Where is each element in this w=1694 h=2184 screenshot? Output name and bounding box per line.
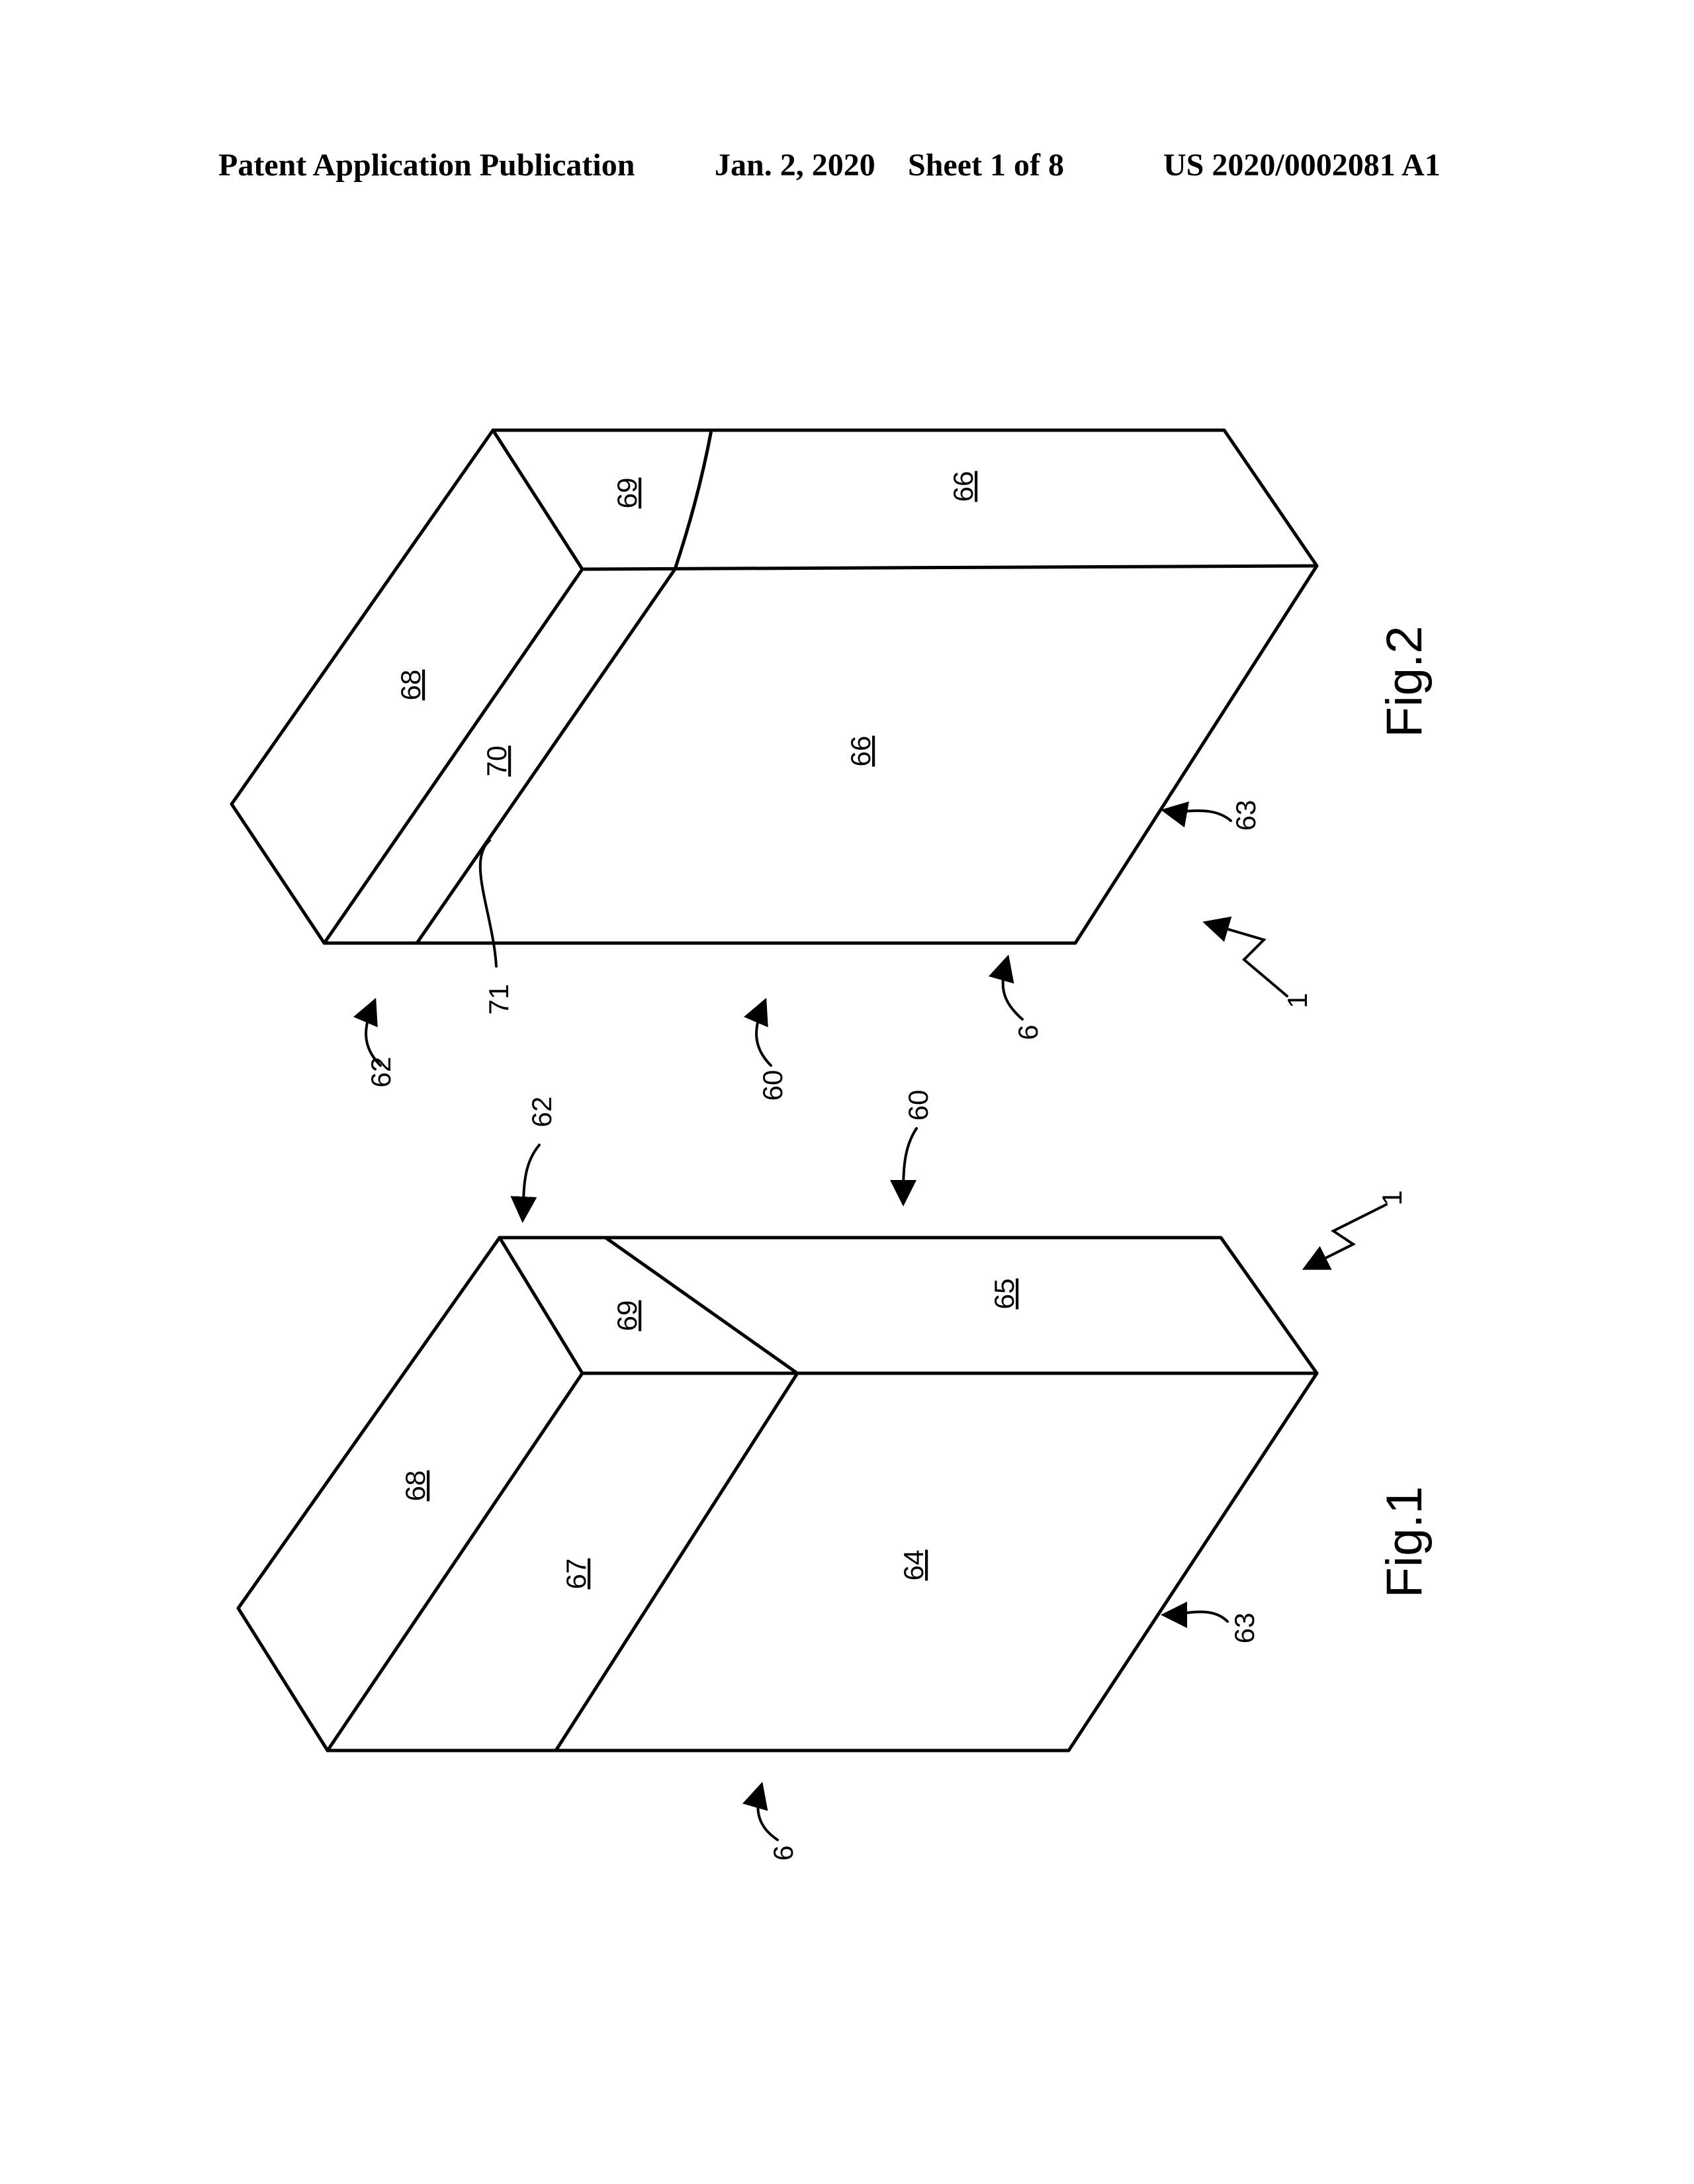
fig2-ref-1: 1 <box>1282 993 1313 1008</box>
fig2-arrow-62 <box>353 997 382 1067</box>
fig1-ref-6: 6 <box>768 1845 799 1860</box>
page-header: Patent Application Publication Jan. 2, 2… <box>0 147 1694 187</box>
fig2-arrow-6 <box>988 954 1024 1021</box>
fig1-face-68: 68 <box>400 1471 431 1502</box>
fig1-face-64: 64 <box>898 1550 929 1581</box>
figure-2: 68 70 69 66 66 71 62 60 6 63 1 Fig.2 <box>230 428 1433 1101</box>
fig1-arrow-6 <box>742 1782 779 1841</box>
publication-number: US 2020/0002081 A1 <box>1163 148 1441 183</box>
sheet-number: Sheet 1 of 8 <box>908 148 1064 183</box>
fig1-face-69: 69 <box>611 1300 643 1332</box>
fig1-box-outline <box>236 1236 1319 1752</box>
fig2-caption: Fig.2 <box>1376 626 1433 738</box>
fig1-face-65: 65 <box>989 1279 1020 1310</box>
fig2-box-outline <box>230 428 1319 945</box>
fig2-face-69: 69 <box>611 478 643 509</box>
fig2-ref-6: 6 <box>1012 1024 1044 1040</box>
fig2-face-66-side: 66 <box>948 471 979 502</box>
fig1-ref-60: 60 <box>903 1090 934 1121</box>
fig2-face-66-front: 66 <box>845 736 876 767</box>
fig2-ref-63: 63 <box>1230 800 1261 831</box>
fig1-arrow-1 <box>1302 1203 1388 1270</box>
publication-label: Patent Application Publication <box>218 148 635 183</box>
publication-date: Jan. 2, 2020 <box>715 148 875 183</box>
fig2-face-68: 68 <box>395 670 426 701</box>
fig2-arrow-1 <box>1202 916 1288 997</box>
fig2-ref-60: 60 <box>757 1070 788 1101</box>
fig2-leader-71 <box>478 839 498 968</box>
fig1-arrow-60 <box>890 1127 918 1206</box>
fig1-ref-63: 63 <box>1229 1613 1260 1644</box>
fig2-face-70: 70 <box>481 746 512 777</box>
fig1-face-67: 67 <box>560 1559 592 1590</box>
fig2-ref-71: 71 <box>483 984 514 1015</box>
fig1-ref-1: 1 <box>1376 1190 1407 1205</box>
fig1-ref-62: 62 <box>526 1097 557 1128</box>
fig2-ref-62: 62 <box>365 1057 396 1088</box>
fig1-arrow-62 <box>510 1144 541 1223</box>
figure-1: 68 67 69 65 64 62 60 1 63 6 Fig.1 <box>236 1090 1433 1861</box>
fig2-arrow-60 <box>744 997 772 1067</box>
fig1-caption: Fig.1 <box>1376 1486 1433 1598</box>
fig2-arrow-63 <box>1161 801 1232 828</box>
fig1-arrow-63 <box>1161 1601 1229 1628</box>
